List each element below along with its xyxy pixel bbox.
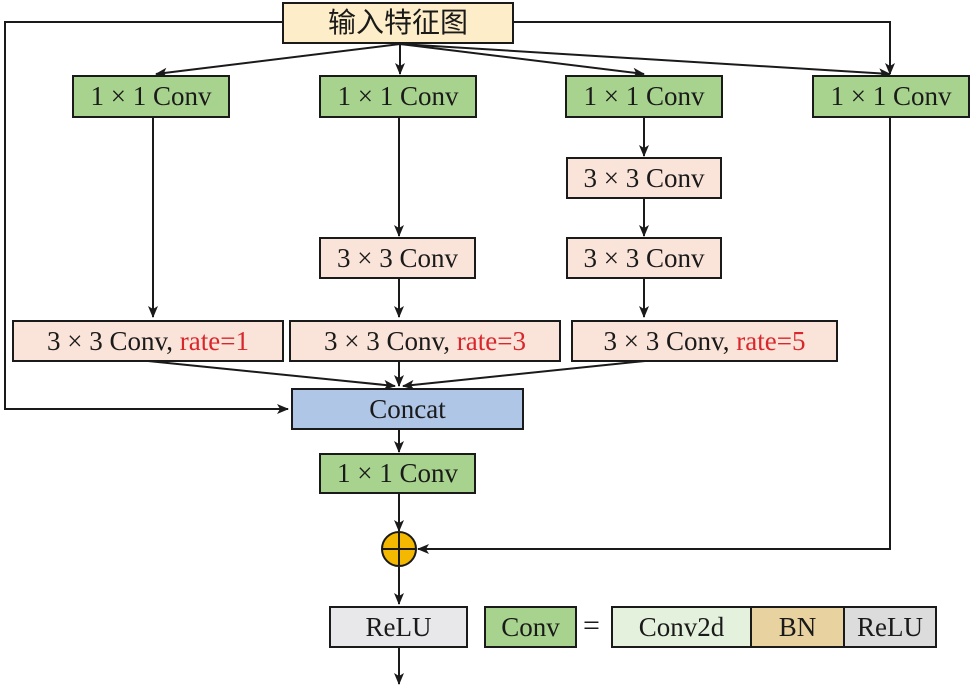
input-feature-map: 输入特征图 — [282, 2, 514, 44]
add-node — [381, 531, 417, 567]
post-concat-conv1x1-label: 1 × 1 Conv — [337, 458, 458, 488]
branch2-conv1x1: 1 × 1 Conv — [319, 75, 477, 118]
line-input-left-to-concat — [4, 21, 289, 414]
arrow-input-to-branch1 — [155, 43, 401, 78]
branch3-conv3x3-a-label: 3 × 3 Conv — [583, 162, 705, 193]
legend-conv: Conv — [484, 606, 577, 648]
branch4-conv1x1: 1 × 1 Conv — [812, 75, 970, 118]
branch1-dilated-prefix: 3 × 3 Conv, — [47, 325, 180, 356]
concat-label: Concat — [369, 393, 446, 424]
legend-relu: ReLU — [845, 608, 935, 646]
arrow-input-to-branch3 — [399, 43, 645, 78]
branch2-conv3x3: 3 × 3 Conv — [319, 237, 476, 279]
line-b4-residual — [417, 118, 891, 554]
legend-bn: BN — [752, 608, 845, 646]
branch1-conv1x1: 1 × 1 Conv — [72, 75, 230, 118]
branch2-conv3x3-label: 3 × 3 Conv — [337, 242, 458, 273]
legend-relu-label: ReLU — [857, 611, 923, 642]
relu-label: ReLU — [365, 611, 432, 642]
branch3-conv3x3-b: 3 × 3 Conv — [566, 237, 722, 279]
branch3-conv3x3-a: 3 × 3 Conv — [566, 157, 722, 199]
branch2-conv1x1-label: 1 × 1 Conv — [337, 81, 459, 111]
relu-block: ReLU — [329, 606, 468, 648]
branch2-dilated-prefix: 3 × 3 Conv, — [324, 325, 457, 356]
branch3-rate: rate=5 — [736, 325, 806, 356]
arrow-input-to-branch4 — [399, 43, 891, 79]
legend-equals: = — [583, 609, 600, 642]
branch3-conv1x1-label: 1 × 1 Conv — [583, 81, 705, 111]
concat-block: Concat — [291, 388, 524, 430]
post-concat-conv1x1: 1 × 1 Conv — [319, 453, 476, 494]
legend-conv2d: Conv2d — [613, 608, 752, 646]
branch1-rate: rate=1 — [179, 325, 249, 356]
branch2-dilated-conv: 3 × 3 Conv, rate=3 — [289, 320, 561, 362]
input-label: 输入特征图 — [327, 6, 468, 39]
branch1-dilated-conv: 3 × 3 Conv, rate=1 — [12, 320, 284, 362]
arrow-b3-to-concat — [402, 360, 646, 390]
arrow-b1-to-concat — [147, 360, 396, 390]
branch3-dilated-conv: 3 × 3 Conv, rate=5 — [571, 320, 838, 362]
branch2-rate: rate=3 — [456, 325, 526, 356]
line-input-right — [514, 21, 895, 75]
branch3-dilated-prefix: 3 × 3 Conv, — [603, 325, 737, 356]
legend-bn-label: BN — [778, 611, 817, 642]
branch3-conv1x1: 1 × 1 Conv — [565, 75, 723, 118]
branch3-conv3x3-b-label: 3 × 3 Conv — [583, 242, 705, 273]
legend-composition: Conv2d BN ReLU — [611, 606, 937, 648]
branch4-conv1x1-label: 1 × 1 Conv — [830, 81, 952, 111]
legend-conv2d-label: Conv2d — [638, 611, 725, 642]
legend-conv-label: Conv — [501, 611, 560, 642]
branch1-conv1x1-label: 1 × 1 Conv — [90, 81, 212, 111]
